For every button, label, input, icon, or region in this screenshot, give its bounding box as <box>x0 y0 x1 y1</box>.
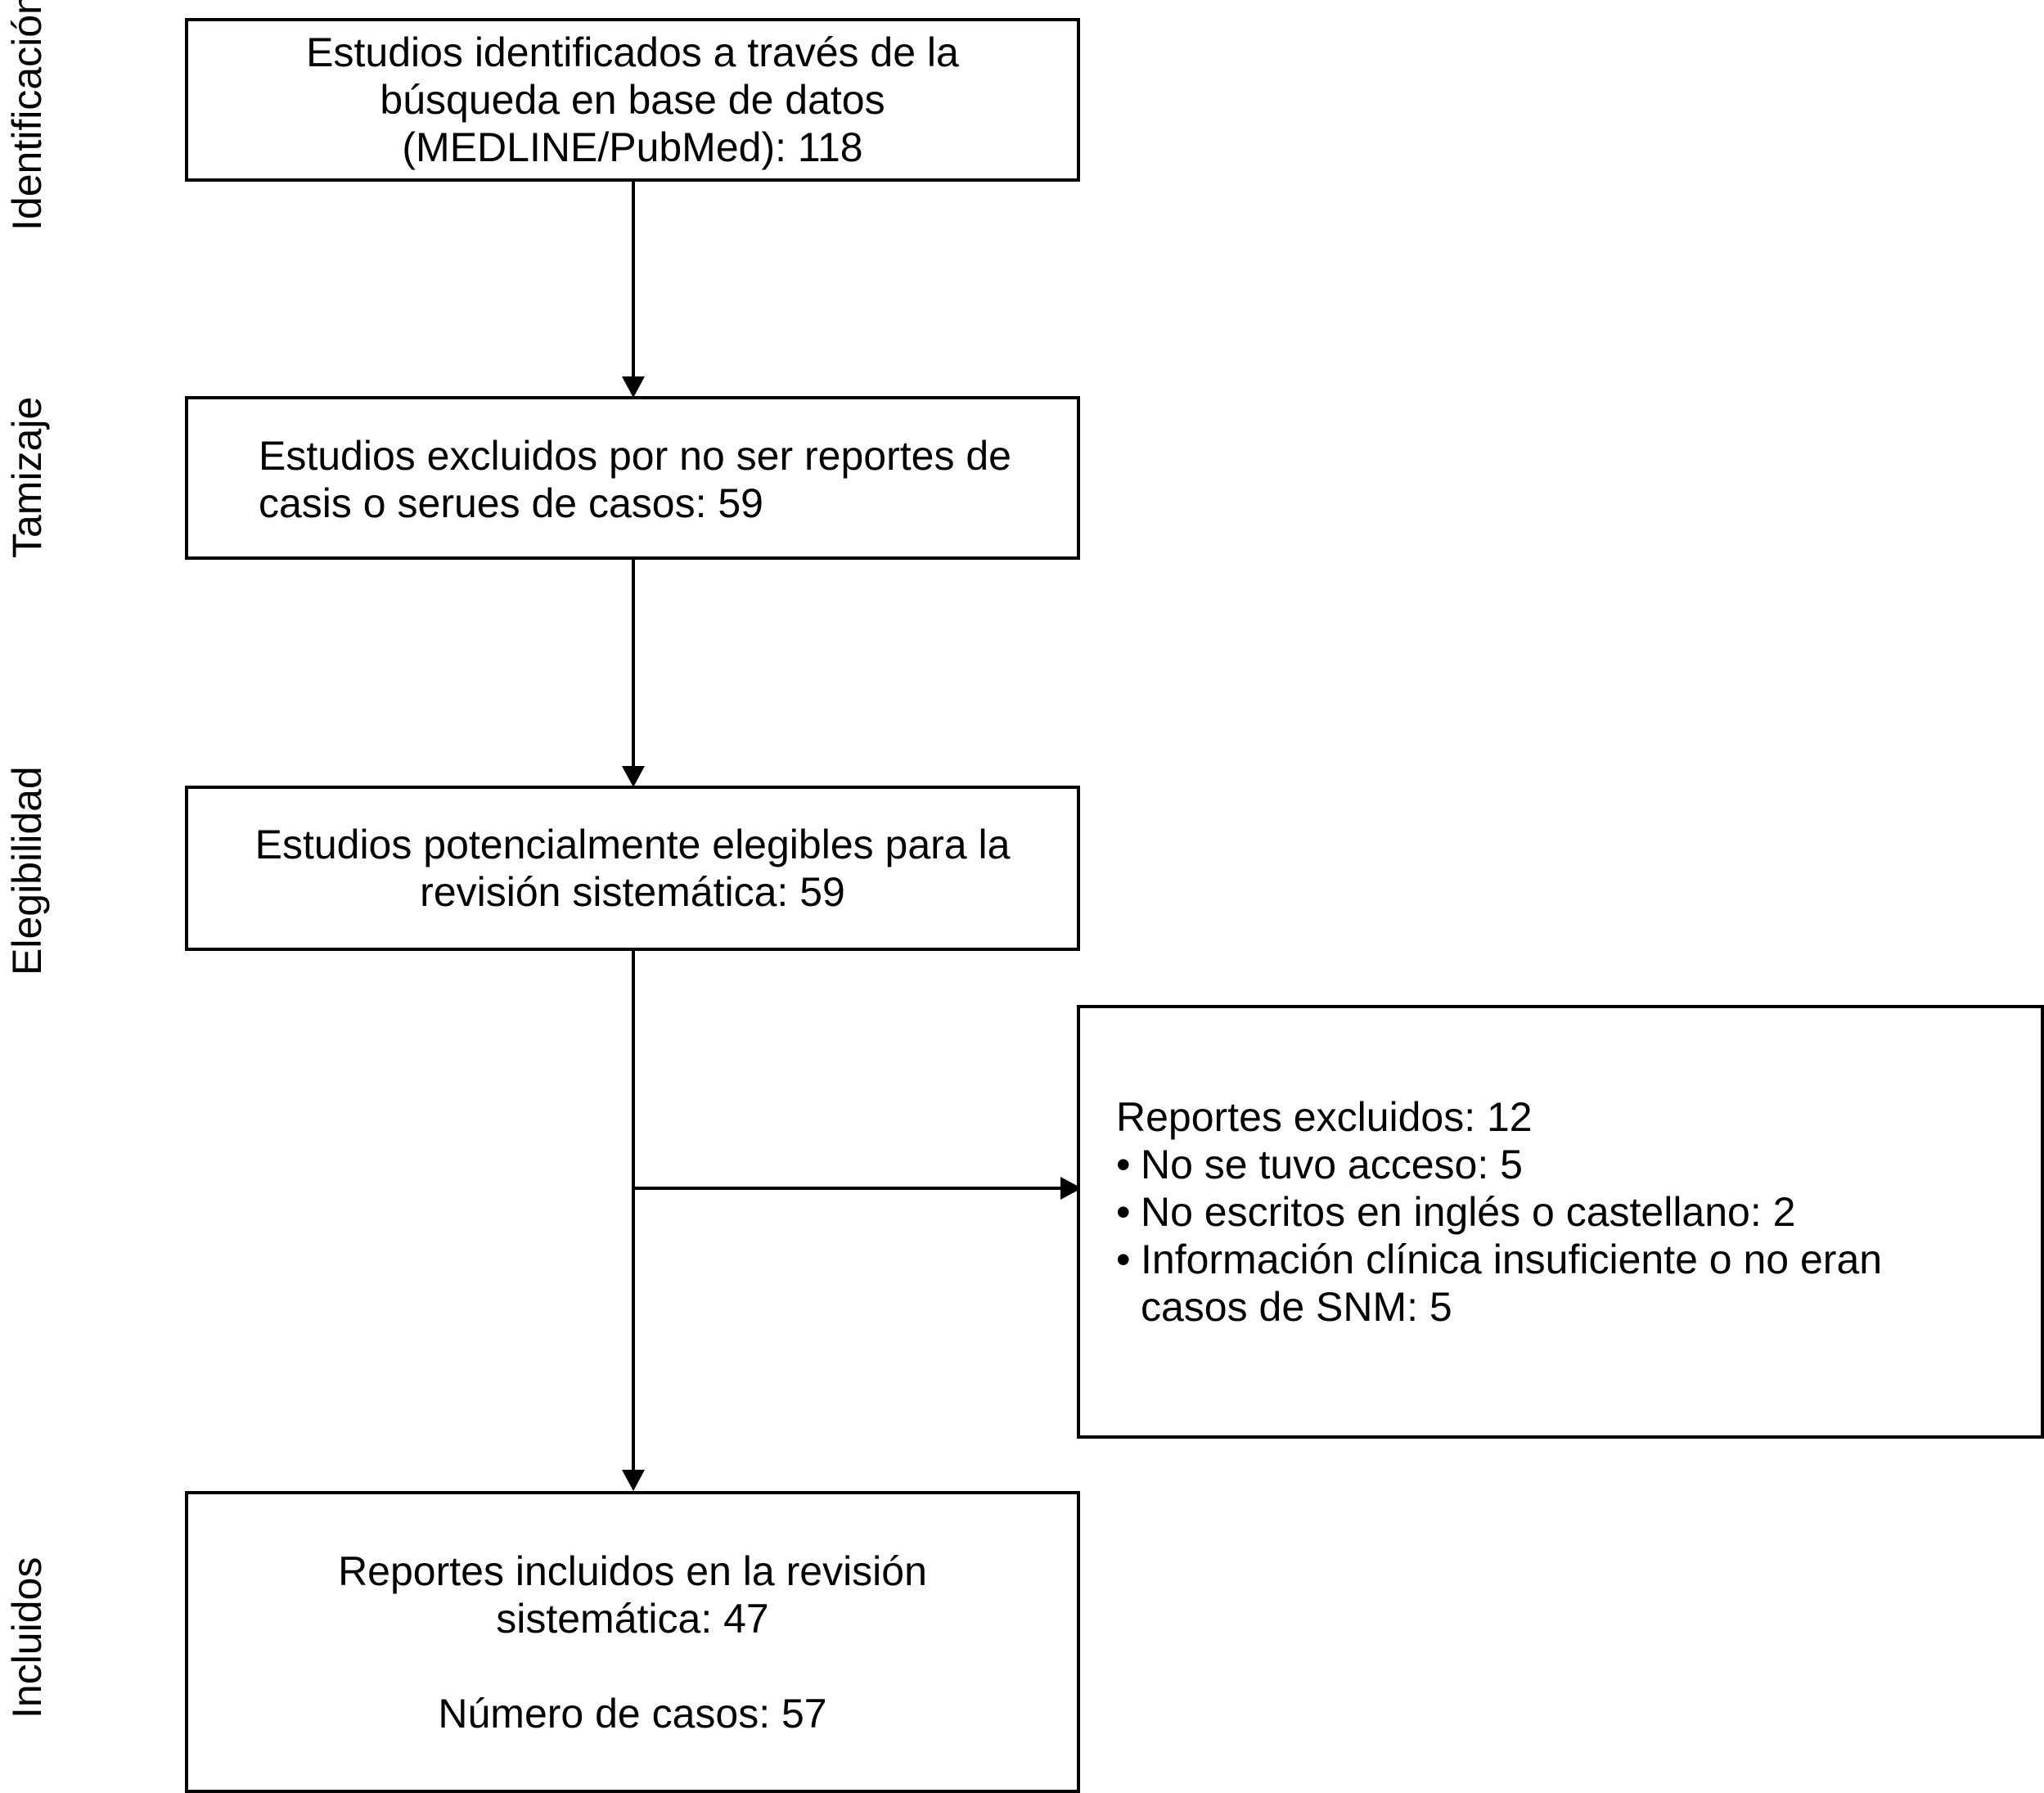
screening-line-2: casis o serues de casos: 59 <box>259 480 763 526</box>
excluded-reason-text: No se tuvo acceso: 5 <box>1141 1142 1523 1187</box>
excluded-reason-insufficient-info: •Información clínica insuficiente o no e… <box>1116 1236 1882 1283</box>
excluded-reason-no-access: •No se tuvo acceso: 5 <box>1116 1141 1882 1188</box>
identified-line-1: Estudios identificados a través de la <box>306 29 959 75</box>
eligible-studies-box: Estudios potencialmente elegibles para l… <box>185 786 1080 951</box>
included-reports-box: Reportes incluidos en la revisión sistem… <box>185 1491 1080 1793</box>
included-cases-count: Número de casos: 57 <box>438 1690 827 1737</box>
excluded-reason-continuation-text: casos de SNM: 5 <box>1141 1284 1452 1330</box>
included-line-1: Reportes incluidos en la revisión <box>338 1547 927 1594</box>
identified-line-2: búsqueda en base de datos <box>380 77 885 123</box>
arrowhead-included <box>622 1470 645 1491</box>
excluded-reason-text: No escritos en inglés o castellano: 2 <box>1141 1189 1796 1235</box>
eligible-line-2: revisión sistemática: 59 <box>420 869 845 915</box>
bullet-marker: • <box>1116 1237 1131 1282</box>
reports-excluded-box: Reportes excluidos: 12 •No se tuvo acces… <box>1077 1005 2044 1439</box>
eligible-line-1: Estudios potencialmente elegibles para l… <box>254 822 1011 867</box>
identified-studies-box: Estudios identificados a través de la bú… <box>185 18 1080 182</box>
bullet-marker: • <box>1116 1142 1131 1187</box>
reports-excluded-title: Reportes excluidos: 12 <box>1116 1094 1533 1140</box>
excluded-reason-language: •No escritos en inglés o castellano: 2 <box>1116 1188 1882 1236</box>
bullet-marker: • <box>1116 1189 1131 1235</box>
included-line-2: sistemática: 47 <box>496 1595 769 1642</box>
excluded-reason-text: Información clínica insuficiente o no er… <box>1141 1237 1883 1282</box>
excluded-reason-continuation: casos de SNM: 5 <box>1116 1283 1882 1331</box>
screening-line-1: Estudios excluidos por no ser reportes d… <box>259 433 1011 479</box>
arrowhead-screening <box>622 376 645 398</box>
screening-excluded-box: Estudios excluidos por no ser reportes d… <box>185 396 1080 560</box>
identified-line-3: (MEDLINE/PubMed): 118 <box>402 124 863 170</box>
arrowhead-exclusion <box>1060 1177 1082 1200</box>
arrowhead-eligible <box>622 766 645 787</box>
